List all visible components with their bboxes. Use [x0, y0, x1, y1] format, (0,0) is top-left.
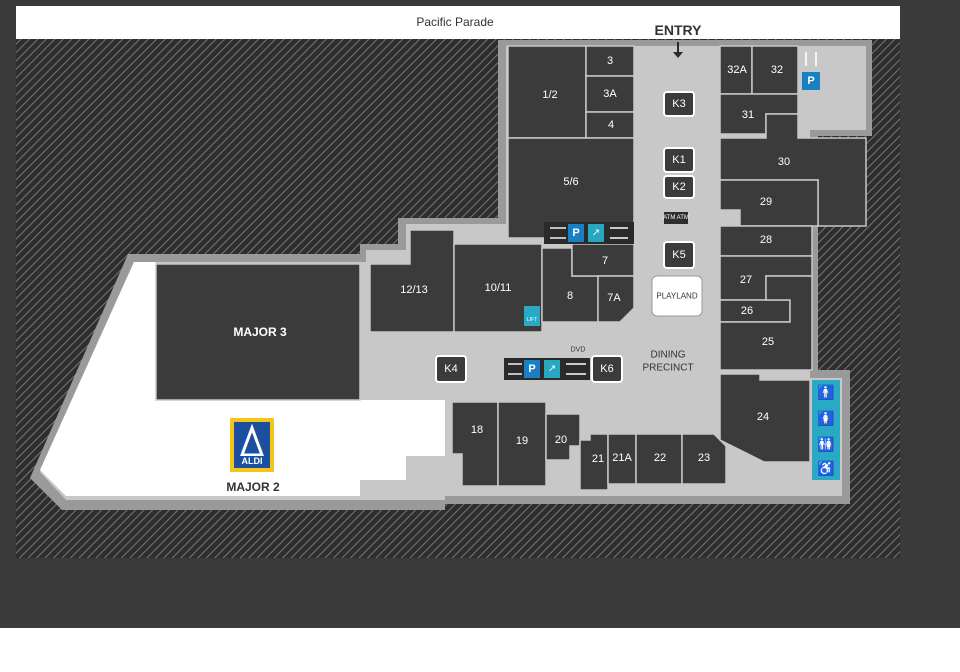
kiosk-k2[interactable]: K2: [663, 175, 695, 199]
major-2-label: MAJOR 2: [226, 480, 280, 494]
svg-text:K5: K5: [672, 249, 685, 261]
shop-21[interactable]: 21: [579, 433, 609, 491]
kiosk-k4[interactable]: K4: [435, 355, 467, 383]
shop-25[interactable]: 25: [719, 275, 813, 371]
shop-19[interactable]: 19: [497, 401, 547, 487]
svg-text:3A: 3A: [603, 88, 617, 100]
svg-text:22: 22: [654, 452, 666, 464]
street-label: Pacific Parade: [416, 15, 494, 29]
svg-text:25: 25: [762, 336, 774, 348]
svg-text:18: 18: [471, 424, 483, 436]
map-bottom-margin: [0, 628, 960, 672]
svg-text:K2: K2: [672, 181, 685, 193]
kiosk-k3[interactable]: K3: [663, 91, 695, 117]
svg-text:7: 7: [602, 255, 608, 267]
svg-text:1/2: 1/2: [542, 89, 557, 101]
lift-icon[interactable]: [524, 306, 540, 326]
escalator-icon-upper: ↗: [592, 228, 600, 239]
svg-text:30: 30: [778, 156, 790, 168]
male-toilet-icon[interactable]: 🚹: [817, 384, 834, 401]
svg-text:ATM ATM: ATM ATM: [663, 215, 689, 221]
atm[interactable]: ATM ATM: [663, 212, 689, 224]
travelator-upper[interactable]: [544, 222, 634, 244]
family-toilet-icon[interactable]: 🚻: [817, 436, 834, 453]
svg-text:K3: K3: [672, 98, 685, 110]
dining-precinct-label-2: PRECINCT: [642, 363, 693, 374]
svg-text:K1: K1: [672, 154, 685, 166]
svg-text:K6: K6: [600, 363, 613, 375]
shop-32[interactable]: 32: [751, 45, 799, 95]
svg-text:32A: 32A: [727, 64, 747, 76]
parking-entry-label: P: [807, 75, 814, 87]
dining-precinct-label-1: DINING: [651, 350, 686, 361]
svg-text:32: 32: [771, 64, 783, 76]
svg-text:24: 24: [757, 411, 769, 423]
kiosk-k1[interactable]: K1: [663, 147, 695, 173]
shop-21a[interactable]: 21A: [607, 433, 637, 485]
aldi-logo-text: ALDI: [242, 456, 263, 466]
aldi-logo: [230, 418, 274, 472]
kiosk-k6[interactable]: K6: [591, 355, 623, 383]
street-bar: [16, 6, 900, 39]
travelator-lower[interactable]: [504, 358, 590, 380]
shop-22[interactable]: 22: [635, 433, 683, 485]
svg-text:PLAYLAND: PLAYLAND: [656, 292, 697, 301]
shop-23[interactable]: 23: [681, 433, 727, 485]
kiosk-k5[interactable]: K5: [663, 241, 695, 269]
escalator-icon-lower: ↗: [548, 364, 556, 375]
shop-1-2[interactable]: 1/2: [507, 45, 587, 139]
lift-label: LIFT: [527, 317, 537, 323]
svg-text:27: 27: [740, 274, 752, 286]
shop-7a[interactable]: 7A: [597, 275, 635, 323]
svg-text:19: 19: [516, 435, 528, 447]
shop-7[interactable]: 7: [571, 243, 635, 277]
shop-12-13[interactable]: 12/13: [369, 229, 455, 333]
svg-text:3: 3: [607, 55, 613, 67]
shop-3[interactable]: 3: [585, 45, 635, 77]
svg-text:7A: 7A: [607, 292, 621, 304]
entry-arrow-icon: [673, 42, 683, 58]
female-toilet-icon[interactable]: 🚺: [817, 410, 834, 427]
major-2-area: [40, 262, 445, 496]
svg-text:23: 23: [698, 452, 710, 464]
svg-text:8: 8: [567, 290, 573, 302]
svg-text:12/13: 12/13: [400, 284, 428, 296]
parking-entry-icon[interactable]: [802, 52, 820, 90]
shop-3a[interactable]: 3A: [585, 75, 635, 113]
shop-28[interactable]: 28: [719, 225, 813, 257]
svg-text:K4: K4: [444, 363, 457, 375]
shop-major-3[interactable]: [155, 263, 361, 401]
svg-text:28: 28: [760, 234, 772, 246]
shop-4[interactable]: 4: [585, 111, 635, 139]
major-3-label: MAJOR 3: [233, 325, 287, 339]
svg-text:31: 31: [742, 109, 754, 121]
shop-10-11[interactable]: 10/11: [453, 243, 543, 333]
svg-text:26: 26: [741, 305, 753, 317]
svg-text:5/6: 5/6: [563, 176, 578, 188]
svg-text:29: 29: [760, 196, 772, 208]
parking-icon-upper: P: [572, 227, 579, 239]
svg-text:4: 4: [608, 119, 614, 131]
svg-text:10/11: 10/11: [485, 282, 512, 294]
shop-24[interactable]: 24: [719, 373, 811, 463]
shop-5-6[interactable]: 5/6: [507, 137, 635, 239]
playland[interactable]: PLAYLAND: [651, 275, 703, 317]
svg-text:21: 21: [592, 453, 604, 465]
svg-text:21A: 21A: [612, 452, 632, 464]
shop-20[interactable]: 20: [545, 413, 581, 461]
shop-26[interactable]: 26: [719, 299, 791, 323]
dvd-label: DVD: [571, 347, 586, 354]
amenities-column: [812, 380, 840, 480]
entry-label: ENTRY: [655, 22, 703, 38]
accessible-toilet-icon[interactable]: ♿: [817, 460, 834, 477]
shop-32a[interactable]: 32A: [719, 45, 753, 95]
parking-icon-lower: P: [528, 363, 535, 375]
svg-text:20: 20: [555, 434, 567, 446]
